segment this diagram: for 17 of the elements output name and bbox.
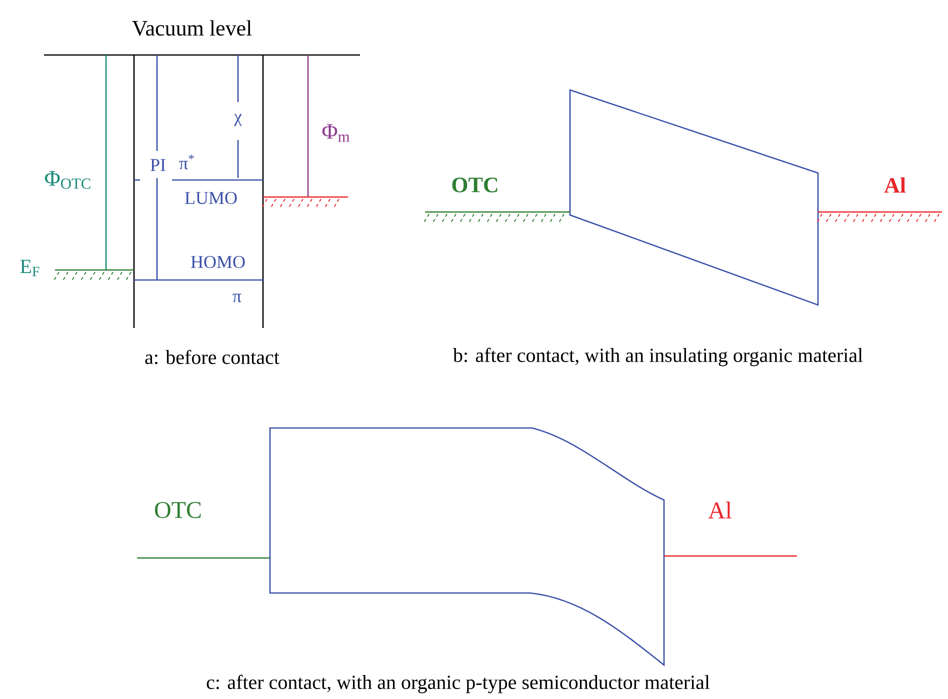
symbol-label: Φ$_{m}$: [322, 124, 350, 142]
material-label: Al: [708, 502, 732, 518]
material-label: OTC: [155, 502, 201, 518]
level-label: HOMO: [191, 256, 245, 268]
symbol-label: χ: [234, 114, 242, 126]
panel-caption: a: before contact: [145, 350, 280, 364]
symbol-label: π$^{*}$: [179, 154, 194, 170]
symbol-label: Φ$_{OTC}$: [44, 171, 90, 189]
material-label: Al: [884, 177, 906, 193]
symbol-label: PI: [150, 159, 166, 171]
symbol-label: E$_{F}$: [20, 260, 40, 276]
material-label: OTC: [452, 178, 498, 192]
panel-caption: b: after contact, with an insulating organic material: [452, 348, 863, 366]
level-label: LUMO: [185, 192, 237, 204]
symbol-label: π: [232, 294, 242, 302]
level-label: Vacuum level: [132, 20, 252, 36]
panel-caption: c: after contact, with an organic p-type semiconductor material: [206, 674, 710, 694]
